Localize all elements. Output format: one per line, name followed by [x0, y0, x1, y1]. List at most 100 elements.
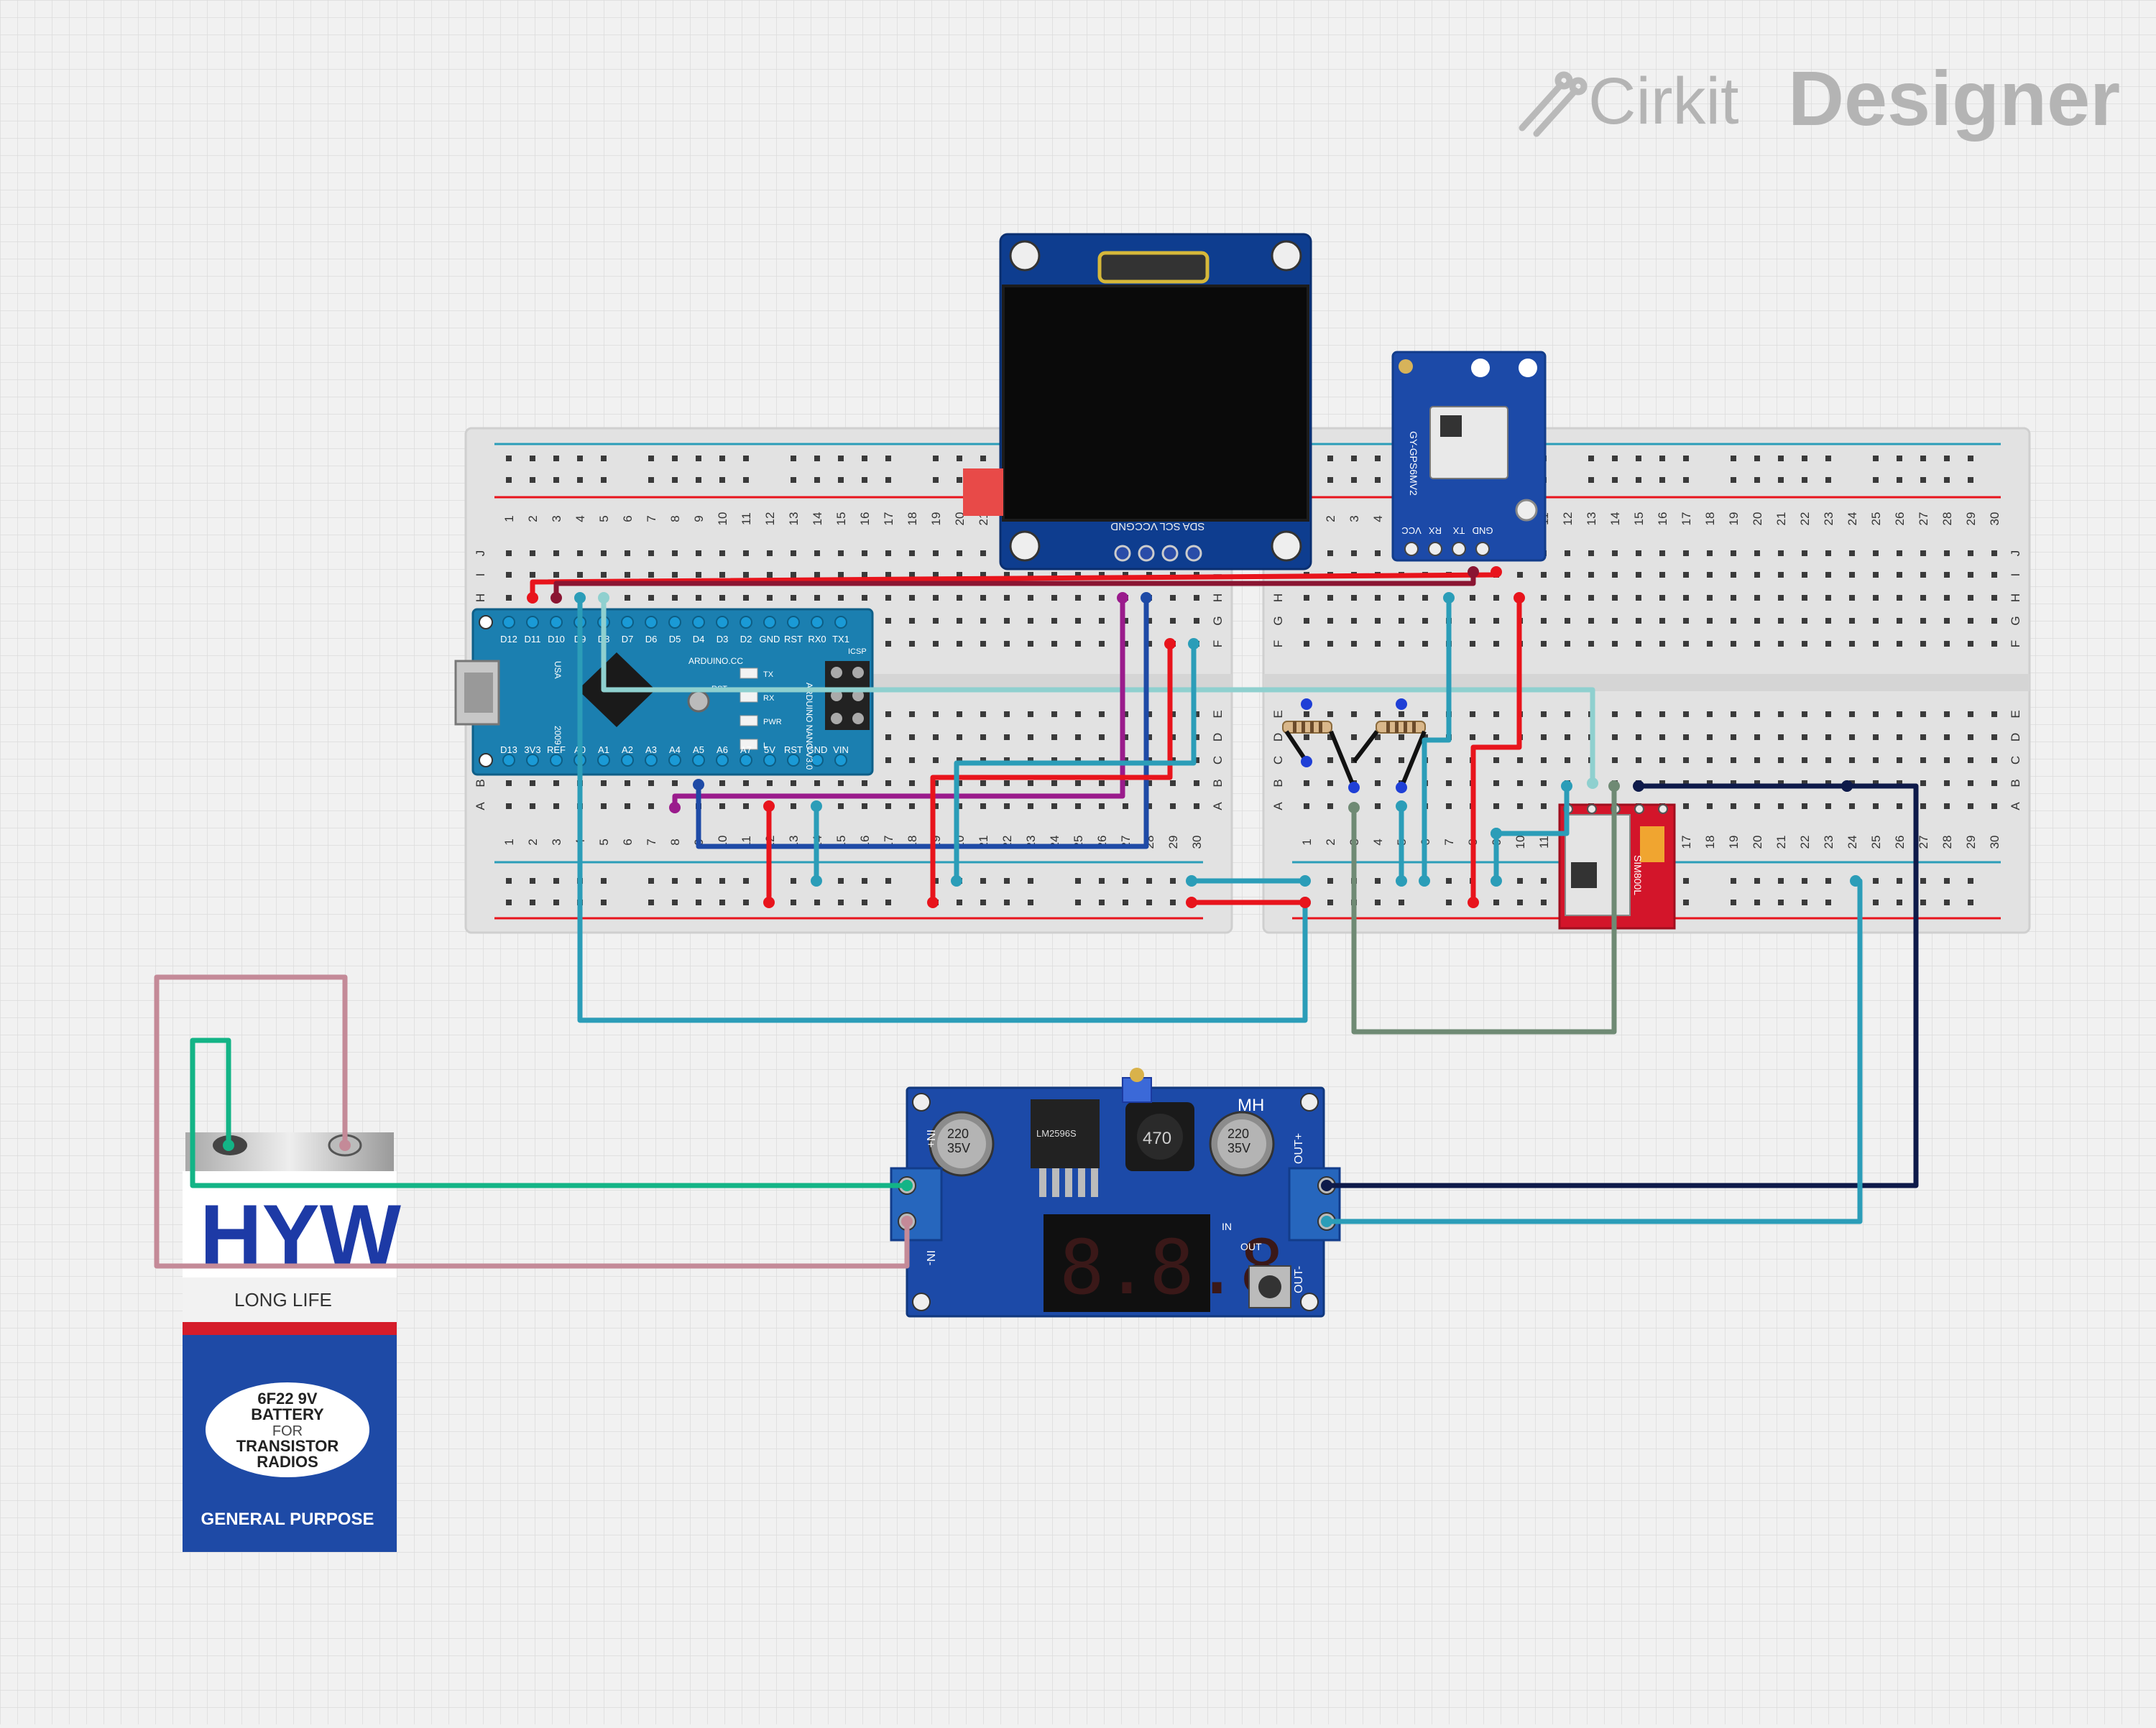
wire-teal-sim[interactable]: [1493, 783, 1570, 836]
gps-pin[interactable]: [1428, 542, 1442, 556]
brand-suffix: Designer: [1788, 55, 2120, 142]
wire-navy-buck[interactable]: [1324, 783, 1919, 1188]
nano-bottom-pin[interactable]: [597, 754, 610, 767]
column-number: 3: [1348, 515, 1361, 522]
column-number: 17: [882, 512, 895, 526]
oled-pin[interactable]: [1138, 545, 1155, 562]
status-led-label: RX: [763, 694, 775, 703]
nano-bottom-pin[interactable]: [811, 754, 824, 767]
column-number: 27: [1917, 512, 1930, 526]
row-letter: D: [1271, 733, 1285, 741]
battery-9v[interactable]: HYW LONG LIFE 6F22 9V BATTERY FOR TRANSI…: [183, 1132, 402, 1552]
resistor[interactable]: [1376, 721, 1426, 734]
nano-bottom-pin[interactable]: [645, 754, 658, 767]
nano-bottom-pin[interactable]: [526, 754, 539, 767]
gps-pin[interactable]: [1452, 542, 1466, 556]
nano-top-pin[interactable]: [621, 616, 634, 629]
column-number: 2: [1324, 838, 1337, 845]
row-letter: C: [1271, 756, 1285, 764]
column-number: 6: [621, 838, 635, 845]
gps-pin-label: GND: [1473, 525, 1493, 536]
row-letter: G: [1211, 616, 1225, 625]
icsp-header: [825, 661, 870, 730]
nano-bottom-pin[interactable]: [740, 754, 752, 767]
column-number: 2: [526, 515, 540, 522]
status-led-label: PWR: [763, 718, 782, 726]
nano-top-pin[interactable]: [502, 616, 515, 629]
nano-top-pin-label: GND: [760, 634, 780, 644]
nano-top-pin[interactable]: [834, 616, 847, 629]
nano-top-pin[interactable]: [763, 616, 776, 629]
nano-top-pin[interactable]: [787, 616, 800, 629]
wire-red-oled[interactable]: [930, 641, 1173, 905]
gps-pin[interactable]: [1475, 542, 1490, 556]
buck-converter[interactable]: 220 35V 220 35V LM2596S 470 MH 8.8.8 IN …: [890, 1068, 1341, 1318]
nano-bottom-pin[interactable]: [502, 754, 515, 767]
nano-bottom-pin[interactable]: [550, 754, 563, 767]
nano-bottom-pin[interactable]: [787, 754, 800, 767]
row-letter: H: [1211, 593, 1225, 602]
status-led: [740, 715, 758, 726]
column-number: 6: [621, 515, 635, 522]
resistor[interactable]: [1282, 721, 1332, 734]
column-number: 13: [787, 512, 801, 526]
nano-top-pin-label: D4: [693, 634, 705, 644]
column-number: 22: [1798, 836, 1812, 849]
nano-top-pin[interactable]: [811, 616, 824, 629]
sim800l-module[interactable]: SIM800L: [1558, 803, 1676, 930]
nano-top-pin-label: RX0: [808, 634, 826, 644]
wire-gray-green[interactable]: [1351, 783, 1617, 1035]
input-terminal[interactable]: [890, 1167, 943, 1242]
wire-blue[interactable]: [696, 595, 1149, 849]
reset-button[interactable]: [687, 690, 710, 713]
nano-bottom-pin-label: 3V3: [524, 744, 540, 755]
sim-qr-code: [1571, 862, 1597, 888]
wire-teal-gps[interactable]: [1422, 595, 1452, 884]
row-letter: A: [474, 802, 487, 810]
oled-pin[interactable]: [1161, 545, 1179, 562]
nano-top-pin[interactable]: [692, 616, 705, 629]
nano-top-pin[interactable]: [740, 616, 752, 629]
nano-bottom-pin[interactable]: [668, 754, 681, 767]
nano-bottom-pin[interactable]: [834, 754, 847, 767]
column-number: 26: [1893, 512, 1907, 526]
column-number: 8: [668, 838, 682, 845]
wire-endpoint: [1608, 780, 1620, 792]
column-number: 11: [740, 512, 753, 525]
gps-pin[interactable]: [1404, 542, 1419, 556]
wire-teal-d9[interactable]: [577, 595, 1308, 1023]
wire-light-teal-d8[interactable]: [601, 595, 1595, 786]
oled-pin[interactable]: [1185, 545, 1202, 562]
wire-teal-oled[interactable]: [954, 641, 1197, 884]
regulator-label: LM2596S: [1036, 1128, 1077, 1139]
wire-endpoint: [1587, 777, 1598, 789]
sim-pin[interactable]: [1587, 804, 1597, 814]
nano-top-pin[interactable]: [526, 616, 539, 629]
nano-top-pin[interactable]: [550, 616, 563, 629]
nano-bottom-pin-label: A3: [645, 744, 657, 755]
wire-red-gps[interactable]: [1470, 595, 1522, 905]
nano-top-pin[interactable]: [716, 616, 729, 629]
output-terminal[interactable]: [1288, 1167, 1341, 1242]
wire-endpoint: [1188, 638, 1199, 650]
wire-endpoint: [598, 592, 609, 604]
wire-endpoint: [1491, 566, 1502, 578]
column-number: 18: [906, 512, 919, 526]
oled-pin[interactable]: [1114, 545, 1131, 562]
wire-endpoint: [223, 1140, 234, 1151]
sim-pin[interactable]: [1658, 804, 1668, 814]
wire-endpoint: [1321, 1180, 1332, 1191]
nano-bottom-pin[interactable]: [692, 754, 705, 767]
wire-pink-battery[interactable]: [154, 974, 910, 1269]
nano-bottom-pin[interactable]: [716, 754, 729, 767]
svg-text:BATTERY: BATTERY: [251, 1405, 324, 1423]
wire-green-battery[interactable]: [190, 1038, 910, 1188]
nano-top-pin[interactable]: [645, 616, 658, 629]
nano-bottom-pin[interactable]: [763, 754, 776, 767]
nano-bottom-pin[interactable]: [621, 754, 634, 767]
input-negative-label: IN-: [924, 1250, 936, 1265]
sim-pin[interactable]: [1634, 804, 1644, 814]
nano-top-pin[interactable]: [668, 616, 681, 629]
